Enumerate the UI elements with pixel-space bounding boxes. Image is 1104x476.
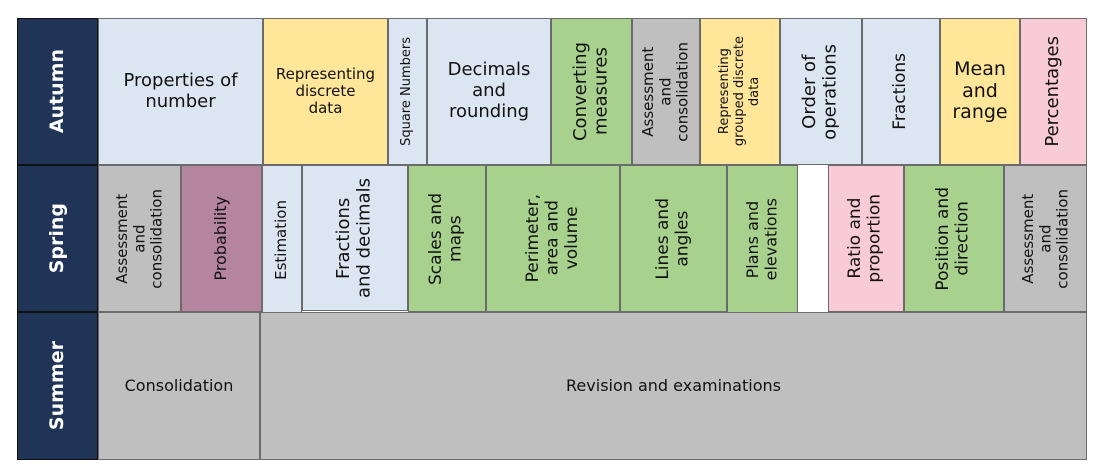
term-header-autumn: Autumn <box>17 18 98 165</box>
topic-label: Perimeter, area and volume <box>522 194 582 283</box>
topic-label: Square Numbers <box>399 37 415 146</box>
topic-cell: Fractions and decimals <box>302 165 408 311</box>
topic-label: Assessment and consolidation <box>639 41 692 142</box>
topic-label: Mean and range <box>952 57 1008 124</box>
topic-label: Properties of number <box>123 69 238 112</box>
term-header-spring: Spring <box>17 165 98 312</box>
topic-cell: Order of operations <box>780 18 862 165</box>
topic-label: Representing discrete data <box>275 64 376 118</box>
topic-cell: Percentages <box>1020 18 1087 165</box>
topic-cell: Assessment and consolidation <box>632 18 700 165</box>
term-label: Autumn <box>45 49 68 134</box>
topic-label: Fractions and decimals <box>333 178 375 298</box>
topic-cell: Representing grouped discrete data <box>700 18 780 165</box>
topic-cell: Position and direction <box>904 165 1004 312</box>
term-label: Summer <box>45 341 68 431</box>
topic-label: Assessment and consolidation <box>1018 188 1072 289</box>
topic-label: Consolidation <box>124 375 234 395</box>
topic-cell: Fractions <box>862 18 940 165</box>
topic-label: Converting measures <box>569 41 612 141</box>
topic-cell: Estimation <box>262 165 302 315</box>
term-header-summer: Summer <box>17 312 98 460</box>
topic-cell: Revision and examinations <box>260 312 1087 460</box>
topic-label: Fractions <box>890 53 911 130</box>
term-label: Spring <box>45 203 68 274</box>
topic-cell: Mean and range <box>940 18 1020 165</box>
topic-cell: Plans and elevations <box>727 165 798 314</box>
topic-label: Decimals and rounding <box>447 59 531 122</box>
topic-cell: Consolidation <box>98 312 260 460</box>
topic-cell: Square Numbers <box>388 18 427 165</box>
topic-cell: Representing discrete data <box>263 18 388 165</box>
topic-label: Assessment and consolidation <box>112 188 166 289</box>
topic-label: Representing grouped discrete data <box>716 36 762 147</box>
topic-cell: Decimals and rounding <box>427 18 551 165</box>
topic-cell: Scales and maps <box>408 165 486 312</box>
topic-cell: Probability <box>181 165 262 312</box>
topic-cell: Lines and angles <box>620 165 727 312</box>
topic-label: Plans and elevations <box>743 198 781 281</box>
topic-label: Estimation <box>272 200 291 280</box>
topic-cell: Converting measures <box>551 18 632 165</box>
topic-label: Ratio and proportion <box>845 194 885 283</box>
topic-label: Position and direction <box>933 186 973 291</box>
topic-label: Percentages <box>1042 36 1064 147</box>
topic-label: Probability <box>211 196 231 281</box>
topic-cell: Perimeter, area and volume <box>486 165 620 312</box>
topic-label: Revision and examinations <box>566 375 781 395</box>
topic-label: Scales and maps <box>426 192 466 285</box>
topic-cell: Ratio and proportion <box>828 165 904 312</box>
topic-label: Order of operations <box>799 43 841 140</box>
topic-cell: Assessment and consolidation <box>1004 165 1087 312</box>
topic-cell: Properties of number <box>98 18 263 165</box>
topic-label: Lines and angles <box>652 197 693 280</box>
topic-cell: Assessment and consolidation <box>98 165 181 312</box>
